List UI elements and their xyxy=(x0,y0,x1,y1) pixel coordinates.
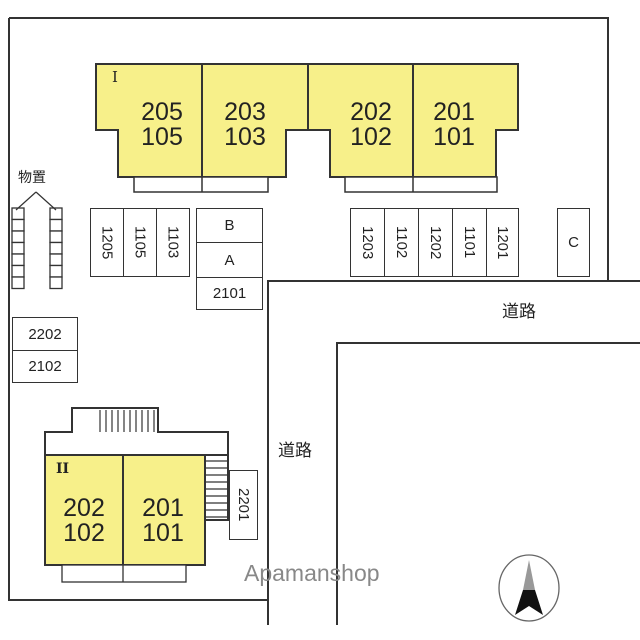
storage-cell xyxy=(11,207,25,221)
watermark: Apamanshop xyxy=(244,560,380,586)
parking-2202[interactable]: 2202 xyxy=(12,317,78,351)
storage-cell xyxy=(49,276,63,290)
storage-cell xyxy=(11,253,25,267)
parking-2101[interactable]: 2101 xyxy=(196,277,263,310)
unit-upper: 202 xyxy=(63,494,105,522)
parking-2102[interactable]: 2102 xyxy=(12,350,78,383)
bike-space-b[interactable]: B xyxy=(196,208,263,243)
road-label-south: 道路 xyxy=(278,441,312,461)
building-1-label: I xyxy=(112,68,118,86)
building-1-shape xyxy=(95,63,519,178)
storage-pointers xyxy=(15,191,57,211)
unit-upper: 201 xyxy=(142,494,184,522)
north-arrow-icon xyxy=(498,554,560,622)
unit-lower: 105 xyxy=(141,123,183,151)
storage-cell xyxy=(49,230,63,244)
parking-1102[interactable]: 1102 xyxy=(384,208,419,277)
unit-lower: 102 xyxy=(63,519,105,547)
storage-label: 物置 xyxy=(18,170,46,186)
parking-2201[interactable]: 2201 xyxy=(229,470,258,540)
parking-1103[interactable]: 1103 xyxy=(156,208,190,277)
unit-lower: 101 xyxy=(433,123,475,151)
storage-cell xyxy=(11,276,25,290)
site-boundary xyxy=(8,17,609,601)
unit-upper: 205 xyxy=(141,98,183,126)
storage-units xyxy=(11,207,63,290)
parking-1203[interactable]: 1203 xyxy=(350,208,385,277)
road-edge-outer xyxy=(267,280,640,625)
storage-cell xyxy=(49,218,63,232)
storage-cell xyxy=(11,218,25,232)
storage-cell xyxy=(49,241,63,255)
storage-cell xyxy=(11,241,25,255)
space-c[interactable]: C xyxy=(557,208,590,277)
road-label-east: 道路 xyxy=(502,302,536,322)
storage-cell xyxy=(49,253,63,267)
unit-upper: 201 xyxy=(433,98,475,126)
storage-cell xyxy=(11,264,25,278)
storage-cell xyxy=(11,230,25,244)
parking-1205[interactable]: 1205 xyxy=(90,208,124,277)
building-1-balconies xyxy=(133,176,498,193)
storage-cell xyxy=(49,264,63,278)
bike-space-a[interactable]: A xyxy=(196,242,263,278)
parking-1101[interactable]: 1101 xyxy=(452,208,487,277)
building-2-label: II xyxy=(56,461,70,477)
unit-lower: 103 xyxy=(224,123,266,151)
unit-lower: 101 xyxy=(142,519,184,547)
parking-1202[interactable]: 1202 xyxy=(418,208,453,277)
unit-upper: 203 xyxy=(224,98,266,126)
unit-lower: 102 xyxy=(350,123,392,151)
parking-1105[interactable]: 1105 xyxy=(123,208,157,277)
building-2-shape xyxy=(44,407,229,583)
road-edge-inner xyxy=(336,342,640,625)
unit-upper: 202 xyxy=(350,98,392,126)
parking-1201[interactable]: 1201 xyxy=(486,208,519,277)
